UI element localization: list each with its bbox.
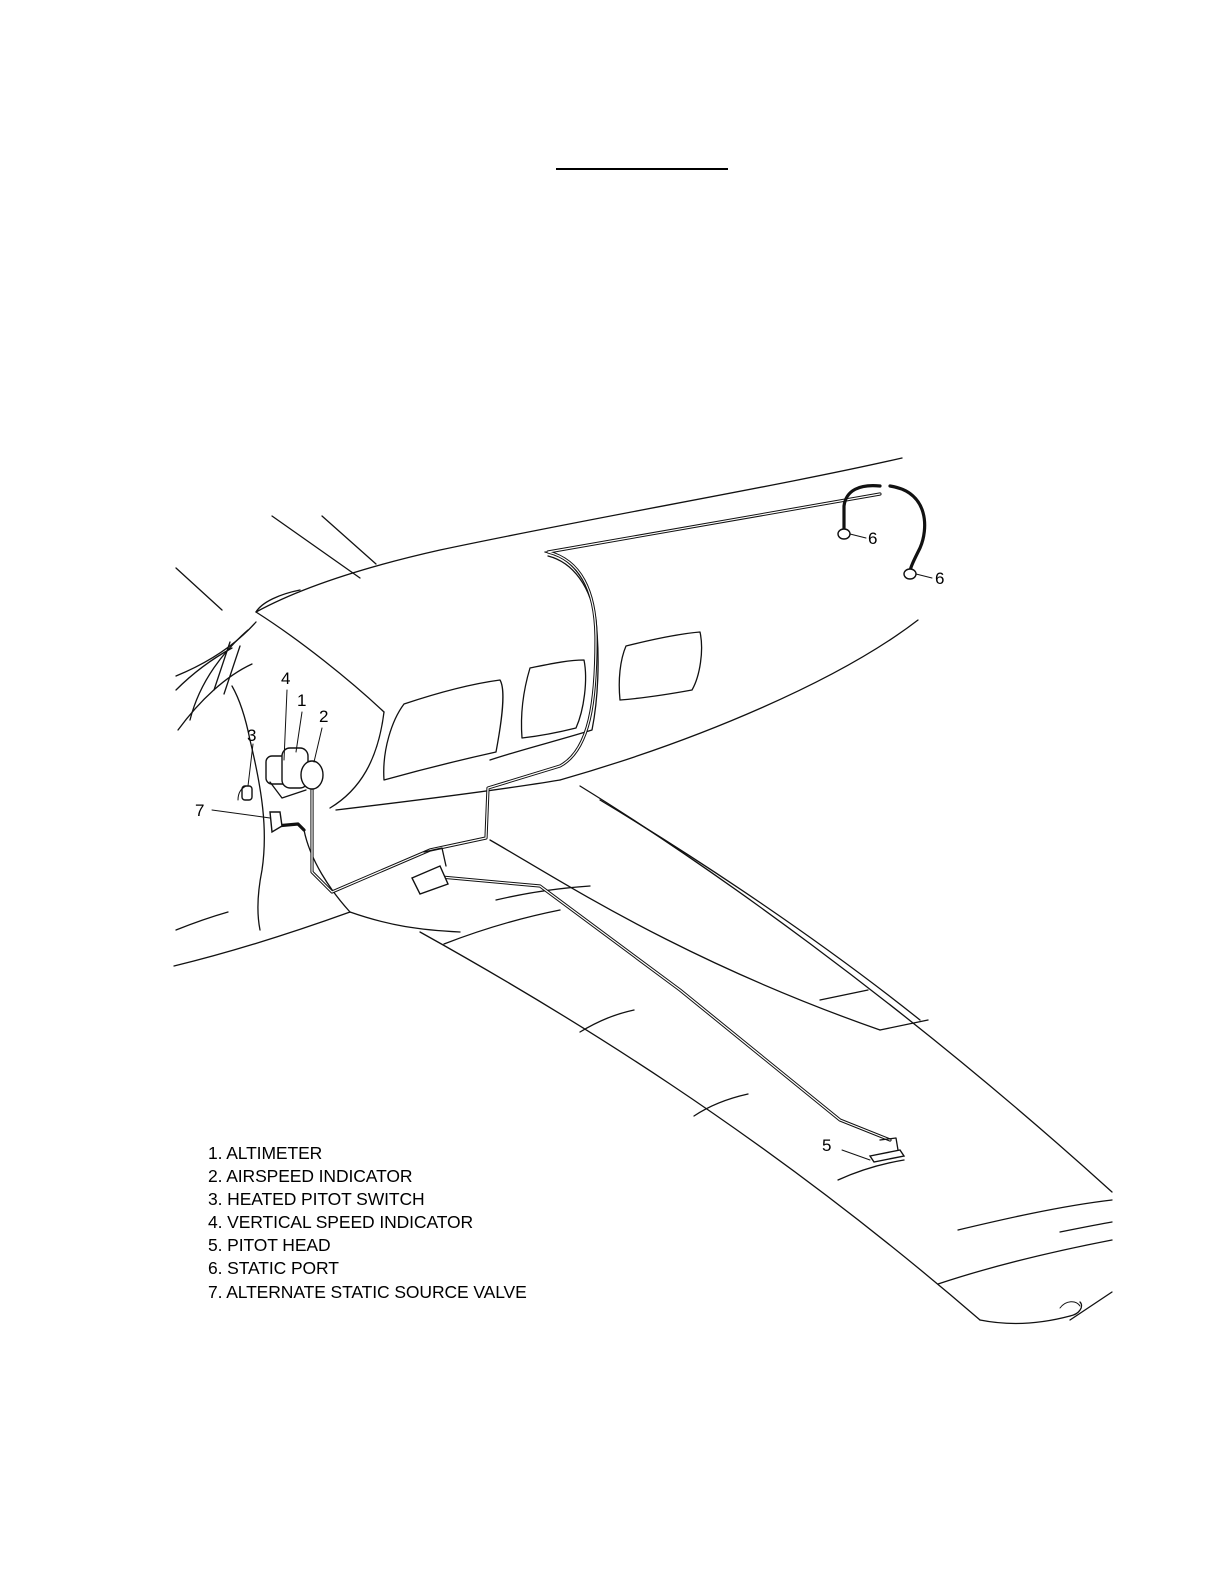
components xyxy=(238,529,916,1162)
legend-item-airspeed-indicator: 2. AIRSPEED INDICATOR xyxy=(208,1165,527,1188)
callout-2: 2 xyxy=(319,707,328,726)
leader-lines xyxy=(212,534,932,1160)
drain-junction-part xyxy=(412,866,448,894)
legend-item-pitot-head: 5. PITOT HEAD xyxy=(208,1234,527,1257)
pitot-static-lines xyxy=(276,486,925,1140)
alternate-static-valve-part xyxy=(270,812,282,832)
callout-6-upper: 6 xyxy=(868,529,877,548)
callout-3: 3 xyxy=(247,726,256,745)
static-port-part-upper xyxy=(838,529,850,539)
callout-5: 5 xyxy=(822,1136,831,1155)
parts-legend: 1. ALTIMETER 2. AIRSPEED INDICATOR 3. HE… xyxy=(208,1142,527,1304)
callout-1: 1 xyxy=(297,691,306,710)
pitot-head-part xyxy=(870,1150,904,1162)
legend-item-vertical-speed-indicator: 4. VERTICAL SPEED INDICATOR xyxy=(208,1211,527,1234)
callout-7: 7 xyxy=(195,801,204,820)
legend-item-heated-pitot-switch: 3. HEATED PITOT SWITCH xyxy=(208,1188,527,1211)
legend-item-alternate-static-source-valve: 7. ALTERNATE STATIC SOURCE VALVE xyxy=(208,1281,527,1304)
callout-6-lower: 6 xyxy=(935,569,944,588)
static-port-part-lower xyxy=(904,569,916,579)
legend-item-static-port: 6. STATIC PORT xyxy=(208,1257,527,1280)
legend-item-altimeter: 1. ALTIMETER xyxy=(208,1142,527,1165)
callout-4: 4 xyxy=(281,669,290,688)
airspeed-indicator-part xyxy=(301,761,323,789)
